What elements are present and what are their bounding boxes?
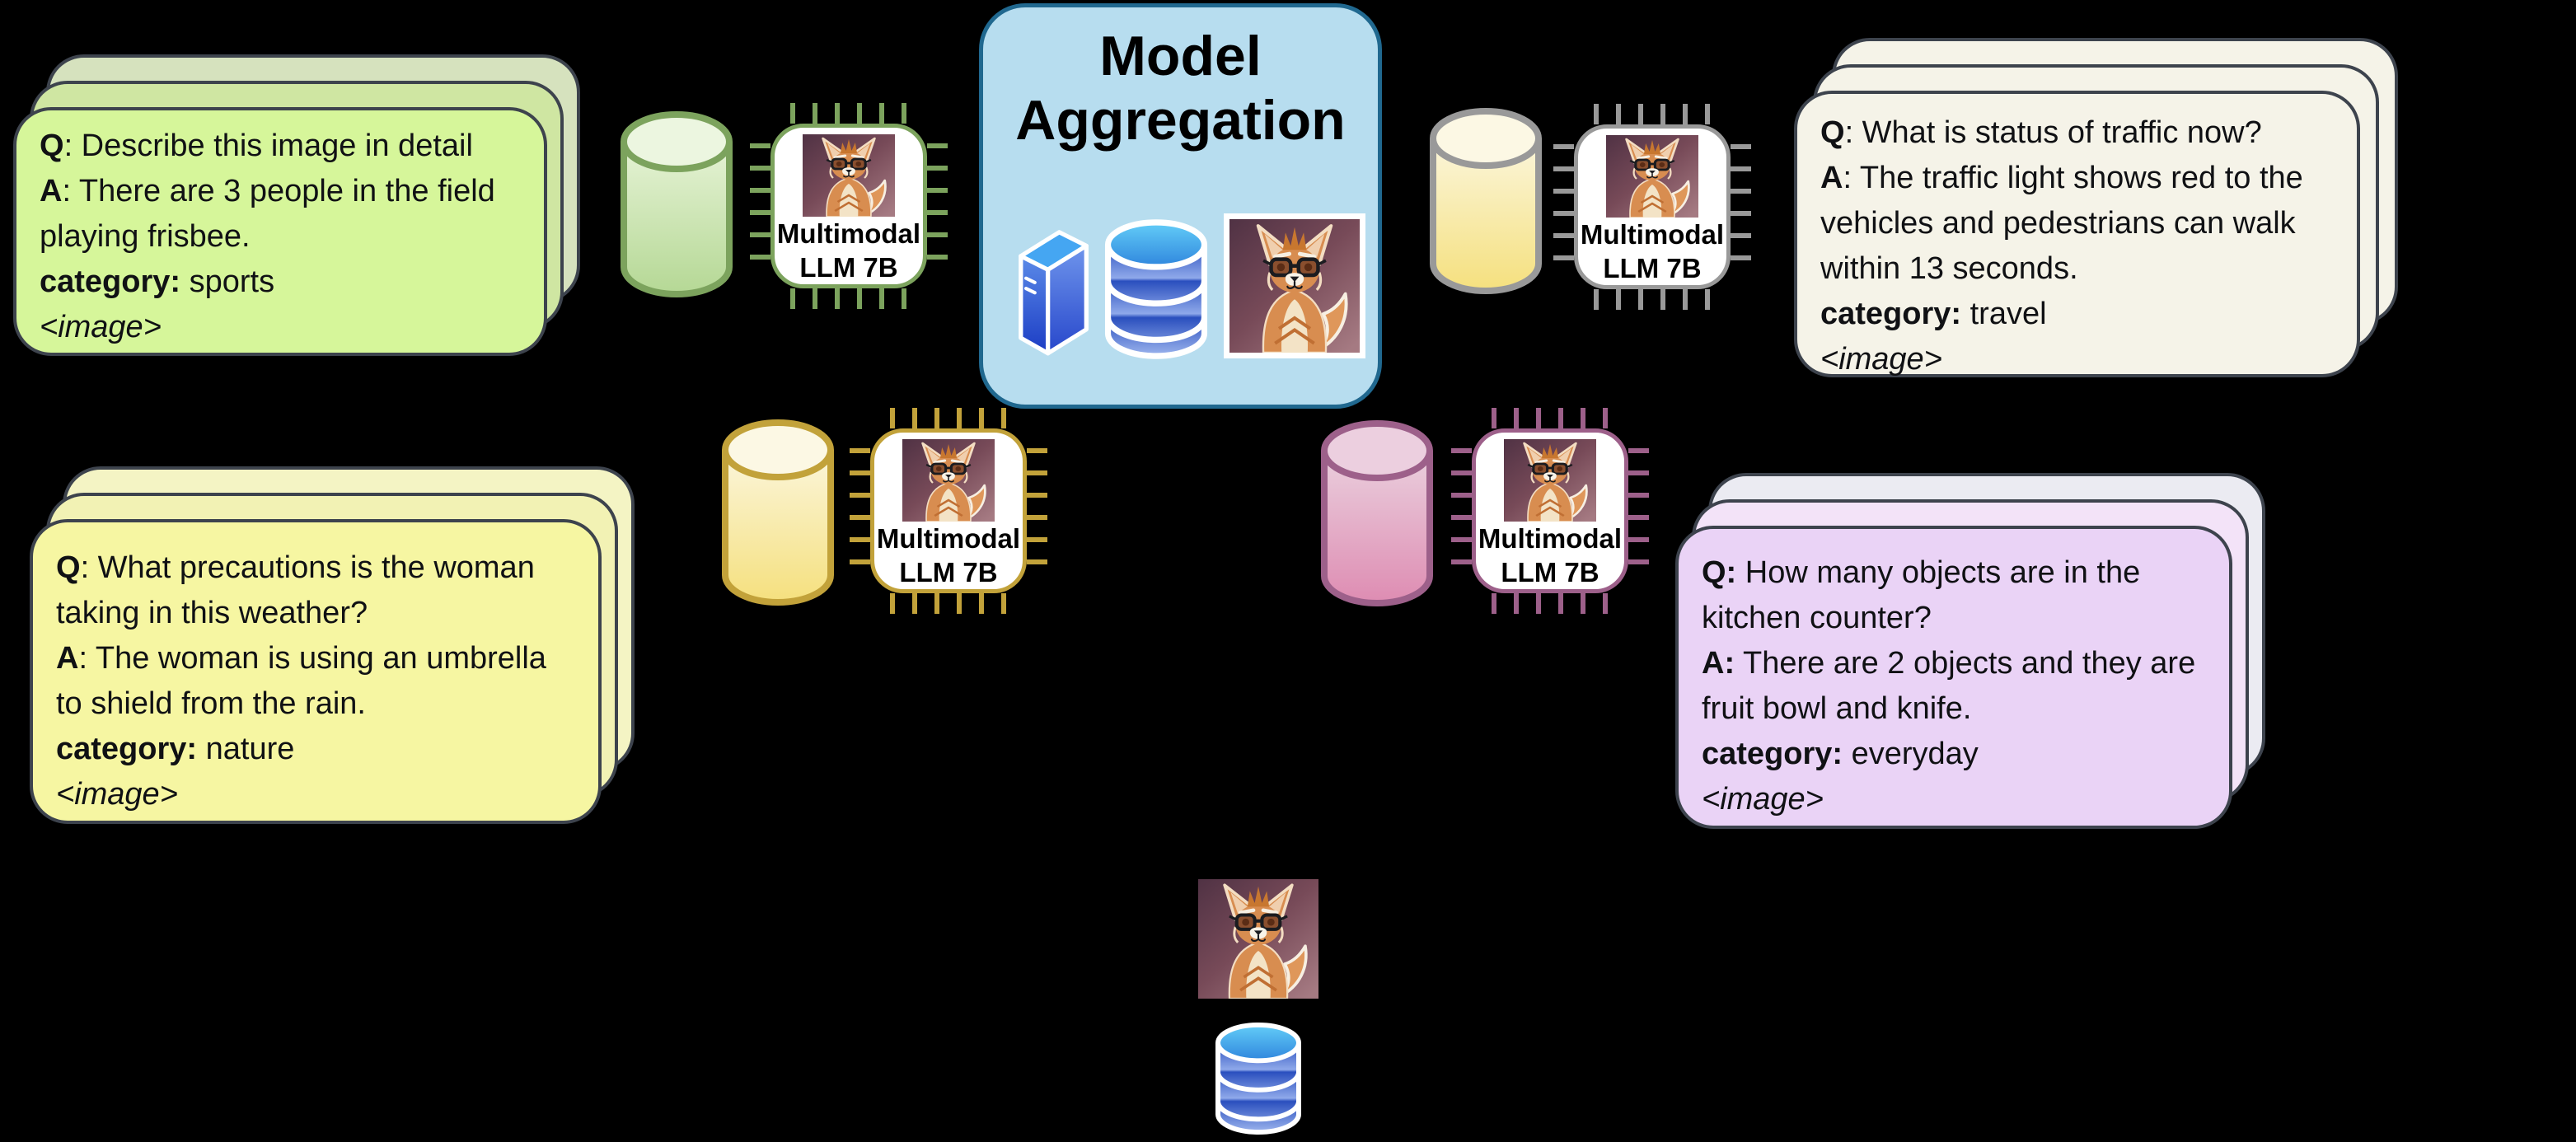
chip-body: Multimodal LLM 7B [870,428,1027,593]
qa-card-nature: Q: What precautions is the woman taking … [30,519,602,824]
llama-avatar [803,134,895,217]
qa-card-everyday: Q: How many objects are in the kitchen c… [1675,526,2232,829]
chip-label-line2: LLM 7B [899,557,998,587]
category-line: category: nature [56,732,295,766]
llama-avatar [1198,879,1318,999]
question-line: Q: What precautions is the woman taking … [56,550,535,630]
chip-label-line2: LLM 7B [1603,253,1702,283]
chip-pins-icon [790,288,907,309]
chip-pins-icon [1492,593,1609,614]
answer-line: A: There are 3 people in the field playi… [40,174,495,254]
question-line: Q: How many objects are in the kitchen c… [1702,555,2141,635]
llama-avatar [1606,135,1698,218]
image-token: <image> [1820,342,1942,377]
chip-pins-icon [927,143,948,269]
aggregation-title-line1: Model [1099,25,1262,87]
multimodal-llm-chip-gold: Multimodal LLM 7B [850,408,1047,614]
chip-pins-icon [1451,448,1472,573]
green-data-cylinder-icon [621,111,733,297]
chip-pins-icon [1492,408,1609,428]
multimodal-llm-chip-green: Multimodal LLM 7B [750,103,948,309]
llama-avatar [902,439,995,522]
category-line: category: everyday [1702,737,1979,771]
pink-data-cylinder-icon [1321,420,1433,606]
category-line: category: travel [1820,297,2047,331]
multimodal-llm-chip-mauve: Multimodal LLM 7B [1451,408,1649,614]
chip-pins-icon [1628,448,1649,573]
image-token: <image> [40,310,162,344]
yellow-data-cylinder-icon [1430,108,1542,294]
chip-pins-icon [1553,144,1574,269]
chip-body: Multimodal LLM 7B [770,124,927,288]
image-token: <image> [1702,782,1824,817]
server-tower-icon [1009,213,1097,358]
chip-pins-icon [890,408,1007,428]
chip-pins-icon [1027,448,1047,573]
answer-line: A: The traffic light shows red to the ve… [1820,161,2303,286]
answer-line: A: The woman is using an umbrella to shi… [56,641,546,721]
aggregation-title: Model Aggregation [983,24,1378,152]
chip-body: Multimodal LLM 7B [1472,428,1628,593]
chip-pins-icon [1594,289,1711,310]
image-token: <image> [56,777,178,812]
answer-line: A: There are 2 objects and they are frui… [1702,646,2196,726]
llama-avatar [1504,439,1596,522]
chip-label-line2: LLM 7B [1501,557,1599,587]
gold-data-cylinder-icon [722,419,834,606]
chip-label-line2: LLM 7B [799,252,898,283]
question-line: Q: Describe this image in detail [40,129,473,163]
qa-card-sports: Q: Describe this image in detail A: Ther… [13,107,547,356]
chip-body: Multimodal LLM 7B [1574,124,1731,289]
chip-label-line1: Multimodal [876,523,1021,554]
chip-pins-icon [890,593,1007,614]
chip-pins-icon [1731,144,1751,269]
chip-label-line1: Multimodal [776,218,921,249]
chip-pins-icon [750,143,770,269]
chip-pins-icon [790,103,907,124]
chip-label-line1: Multimodal [1580,219,1725,250]
category-line: category: sports [40,264,275,299]
llama-avatar-framed [1224,213,1365,358]
chip-pins-icon [1594,104,1711,124]
question-line: Q: What is status of traffic now? [1820,115,2262,150]
llama-avatar [1229,219,1360,353]
database-icon [1100,218,1212,360]
database-icon [1211,1022,1305,1135]
multimodal-llm-chip-gray: Multimodal LLM 7B [1553,104,1751,310]
model-aggregation-box: Model Aggregation [979,3,1382,409]
chip-pins-icon [850,448,870,573]
chip-label-line1: Multimodal [1478,523,1623,554]
qa-card-travel: Q: What is status of traffic now? A: The… [1794,91,2360,377]
aggregation-title-line2: Aggregation [1015,89,1346,152]
